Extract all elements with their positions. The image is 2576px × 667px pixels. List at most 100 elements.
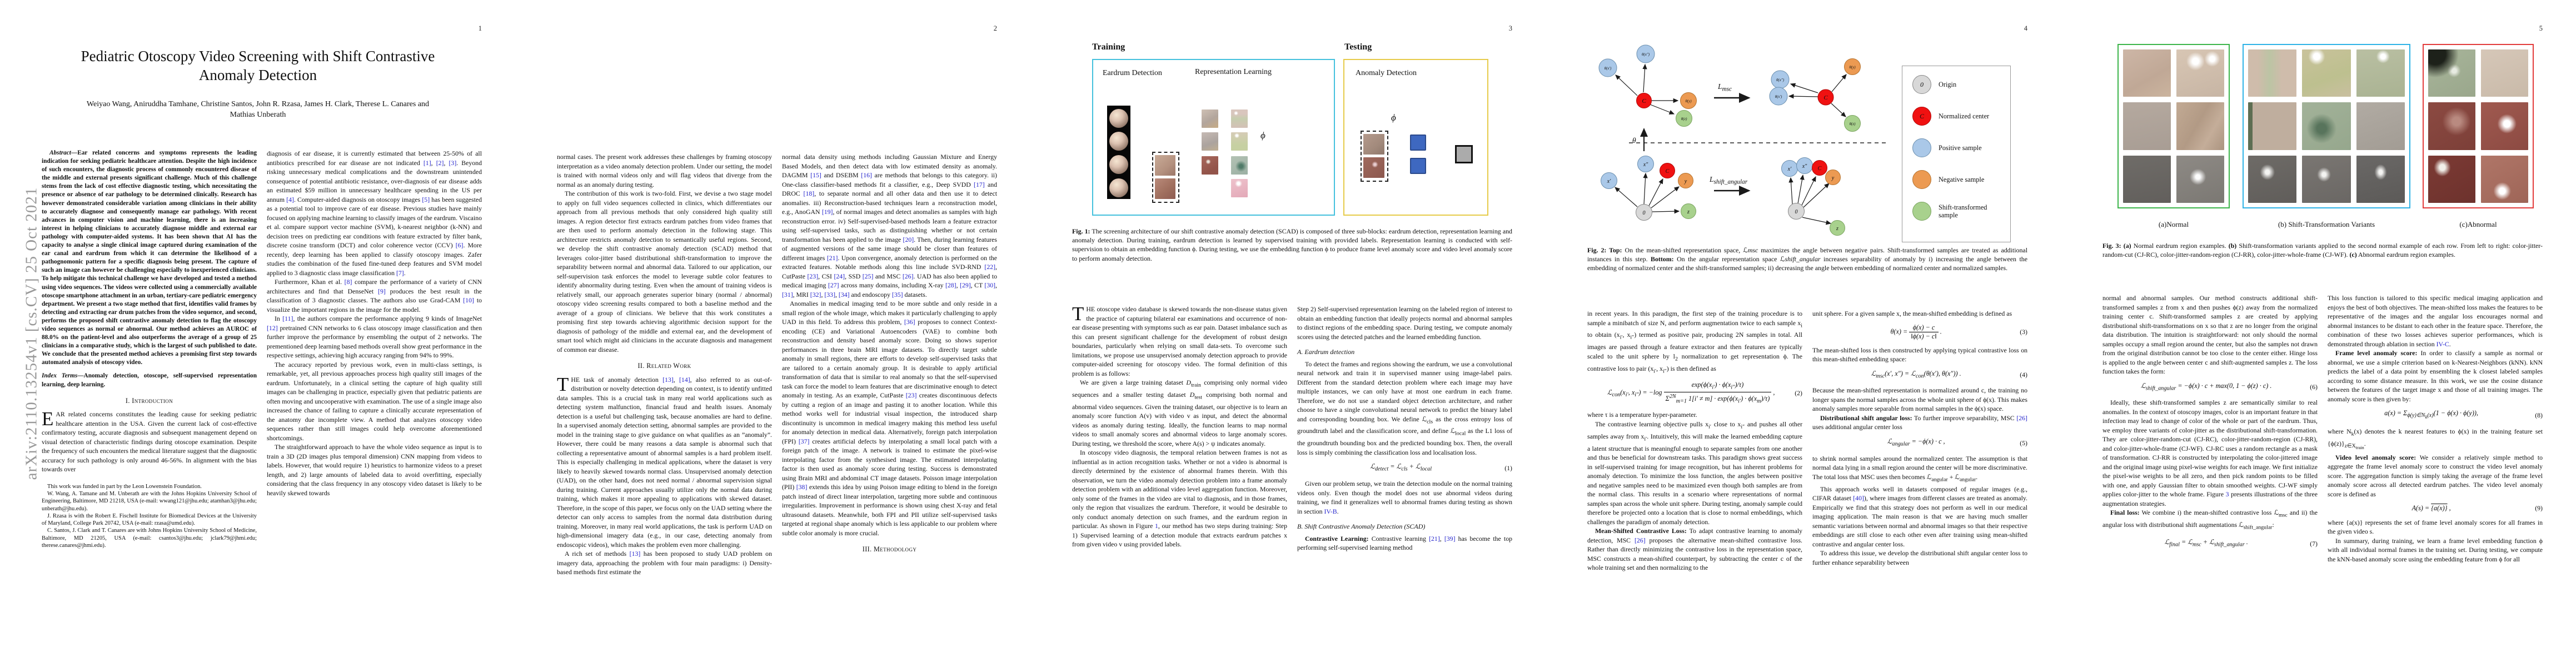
svg-text:x″: x″ <box>1643 162 1648 168</box>
equation-3: θ(x) = ϕ(x) − c‖ϕ(x) − c‖ .(3) <box>1890 323 2027 340</box>
otoscopy-patch <box>2356 102 2405 150</box>
svg-text:θ(x′): θ(x′) <box>1605 66 1612 71</box>
column-right: Step 2) Self-supervised representation l… <box>1297 305 1512 552</box>
paragraph: This approach works well in datasets com… <box>1812 485 2027 548</box>
paragraph: The straightforward approach to have the… <box>267 443 482 497</box>
paragraph: In [11], the authors compare the perform… <box>267 315 482 359</box>
figure-1-screening-architecture: Training Testing Eardrum Detection Repre… <box>1030 0 1546 261</box>
patch-pair <box>1202 109 1218 128</box>
page-number: 1 <box>478 24 482 32</box>
abnormal-examples-box <box>2423 44 2534 208</box>
otoscopy-frame <box>1109 132 1128 151</box>
extracted-patches-box <box>1152 152 1179 203</box>
otoscopy-patch <box>2123 49 2171 97</box>
equation-9: A(s) = {a(x)} ,(9) <box>2411 504 2543 512</box>
theta-label: θ <box>1632 136 1636 145</box>
paragraph: To address this issue, we develop the di… <box>1812 549 2027 566</box>
paper-authors: Weiyao Wang, Aniruddha Tamhane, Christin… <box>63 99 452 120</box>
paragraph: Distributional shift angular loss: To fu… <box>1812 414 2027 431</box>
otoscopy-patch <box>2481 155 2528 203</box>
svg-text:x′: x′ <box>1607 178 1611 185</box>
svg-text:θ(z): θ(z) <box>1681 117 1687 121</box>
paragraph: Given our problem setup, we train the de… <box>1297 480 1512 515</box>
sublabel-b: (b) Shift-Transformation Variants <box>2278 220 2375 228</box>
page-number: 4 <box>2024 24 2027 32</box>
otoscopy-patch <box>2428 102 2475 150</box>
otoscopy-patch <box>2428 155 2475 203</box>
paragraph: Furthermore, Khan et al. [8] compare the… <box>267 278 482 313</box>
equation-7: ℒfinal = ℒmsc + ℒshift_angular .(7) <box>2164 538 2318 548</box>
paragraph: normal cases. The present work addresses… <box>557 153 772 188</box>
svg-text:θ(y): θ(y) <box>1685 99 1692 103</box>
otoscopy-patch <box>2248 49 2297 97</box>
paragraph: To detect the frames and regions showing… <box>1297 360 1512 456</box>
paper-page-2: 2 normal cases. The present work address… <box>515 0 1030 667</box>
drop-cap: T <box>557 373 569 395</box>
footnotes: This work was funded in part by the Leon… <box>42 483 257 550</box>
figure-2-legend: 0 Origin C Normalized center Positive sa… <box>1902 66 2011 242</box>
paper-page-4: 4 θ(x′) θ(x″) C θ(y) θ(z) <box>1546 0 2061 667</box>
eardrum-patch <box>1155 155 1175 176</box>
patch-pair <box>1202 132 1218 151</box>
equation-4: ℒmsc(x′, x″) = ℒcon(θ(x′), θ(x″)) .(4) <box>1871 369 2027 379</box>
section-heading-related-work: II. Related Work <box>637 362 691 370</box>
footnote: This work was funded in part by the Leon… <box>47 483 202 490</box>
paragraph: where Nk(x) denotes the k nearest featur… <box>2328 427 2543 451</box>
svg-text:x′: x′ <box>1787 166 1792 172</box>
testing-label: Testing <box>1344 42 1372 52</box>
paragraph: Ideally, these shift-transformed samples… <box>2102 399 2318 507</box>
patch-pair <box>1231 132 1248 151</box>
otoscopy-patch <box>2356 49 2405 97</box>
figure-3-caption: Fig. 3: (a) Normal eardrum region exampl… <box>2102 242 2543 259</box>
paragraph: Contrastive Learning: Contrastive learni… <box>1297 534 1513 552</box>
otoscopy-frame <box>1109 178 1128 197</box>
svg-text:θ(x″): θ(x″) <box>1642 52 1650 57</box>
paragraph: normal and abnormal samples. Our method … <box>2102 294 2318 375</box>
column-left: normal cases. The present work addresses… <box>557 152 772 577</box>
paragraph: diagnosis of ear disease, it is currentl… <box>267 150 482 277</box>
paragraph: The contrastive learning objective pulls… <box>1587 420 1802 526</box>
loss-msc-label: Lmsc <box>1718 82 1732 93</box>
column-right: This loss function is tailored to this s… <box>2328 293 2543 564</box>
phi-symbol: ϕ <box>1391 112 1396 123</box>
page-number: 3 <box>1508 24 1512 32</box>
svg-text:C: C <box>1823 94 1828 101</box>
paragraph: normal data density using methods includ… <box>782 153 997 298</box>
authors-line-1: Weiyao Wang, Aniruddha Tamhane, Christin… <box>86 100 430 108</box>
paragraph: unit sphere. For a given sample x, the m… <box>1812 310 2012 317</box>
center-symbol: C <box>1912 107 1931 126</box>
test-patches-box <box>1361 131 1388 182</box>
paragraph: Step 2) Self-supervised representation l… <box>1297 305 1512 341</box>
paper-page-1: arXiv:2110.13254v1 [cs.CV] 25 Oct 2021 1… <box>0 0 515 667</box>
otoscopy-patch <box>2176 49 2224 97</box>
paper-title: Pediatric Otoscopy Video Screening with … <box>81 48 435 83</box>
paragraph: The contribution of this work is two-fol… <box>557 190 772 354</box>
svg-text:θ(x′): θ(x′) <box>1775 94 1782 99</box>
sublabel-a: (a)Normal <box>2158 220 2189 228</box>
drop-cap: E <box>42 408 54 430</box>
otoscopy-patch <box>2428 49 2475 97</box>
svg-text:θ(x″): θ(x″) <box>1776 78 1785 82</box>
otoscopy-frame <box>1109 109 1128 128</box>
svg-text:C: C <box>1818 166 1822 172</box>
sublabel-c: (c)Abnormal <box>2459 220 2497 228</box>
svg-text:y: y <box>1684 178 1687 185</box>
otoscopy-patch <box>2176 102 2224 150</box>
svg-text:z: z <box>1836 226 1838 232</box>
otoscopy-patch <box>2356 155 2405 203</box>
svg-text:θ(z): θ(z) <box>1850 122 1856 126</box>
patch-pair <box>1202 156 1218 175</box>
eardrum-detection-label: Eardrum Detection <box>1103 69 1162 77</box>
svg-text:θ(y): θ(y) <box>1849 65 1856 69</box>
shift-symbol <box>1912 202 1931 221</box>
representation-learning-label: Representation Learning <box>1195 68 1272 76</box>
patch-pair <box>1231 179 1248 197</box>
column-left: in recent years. In this paradigm, the f… <box>1587 309 1802 573</box>
paragraph: In summary, during training, we learn a … <box>2328 536 2543 563</box>
otoscopy-patch <box>2123 155 2171 203</box>
footnote: W. Wang, A. Tamane and M. Unberath are w… <box>42 490 257 512</box>
equation-8: a(x) = Σϕ(y)∈Nk(x)(1 − ϕ(x) · ϕ(y)),(8) <box>2384 409 2543 420</box>
